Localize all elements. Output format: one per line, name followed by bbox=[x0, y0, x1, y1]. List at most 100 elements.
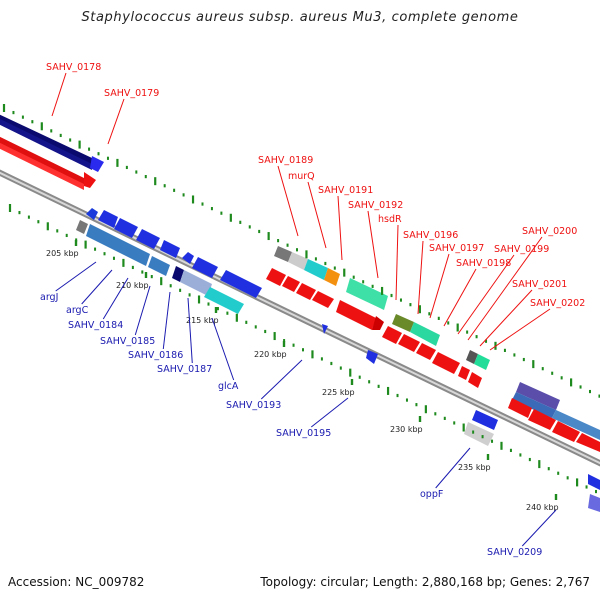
gene-label-reverse: SAHV_0187 bbox=[157, 364, 212, 375]
feature-orange bbox=[324, 268, 340, 286]
feature-blue-arrow bbox=[472, 410, 498, 430]
feature-red-arrow bbox=[416, 343, 436, 360]
feature-red-arrow bbox=[282, 276, 300, 292]
gene-label-forward: SAHV_0202 bbox=[530, 298, 585, 309]
gene-label-reverse: SAHV_0195 bbox=[276, 428, 331, 439]
gene-label-reverse: argJ bbox=[40, 292, 58, 303]
leader-line bbox=[443, 268, 477, 327]
kbp-tick-label: 205 kbp bbox=[46, 249, 79, 258]
feature-purple bbox=[516, 382, 560, 410]
feature-red-arrow-long bbox=[336, 300, 376, 330]
feature-red-arrow bbox=[458, 366, 470, 380]
feature-teal-3 bbox=[474, 354, 490, 370]
leader-line bbox=[367, 210, 379, 279]
feature-blue-arrow bbox=[136, 229, 160, 249]
feature-blue-arrow bbox=[160, 240, 180, 258]
kbp-tick-label: 210 kbp bbox=[116, 281, 149, 290]
leader-line bbox=[107, 98, 125, 145]
leader-line bbox=[187, 297, 193, 364]
feature-purple-small bbox=[588, 494, 600, 512]
feature-lightblue bbox=[180, 270, 212, 296]
feature-blue-arrow bbox=[182, 252, 194, 264]
feature-red-arrow bbox=[508, 398, 532, 418]
leader-line bbox=[521, 509, 557, 547]
gene-label-reverse: argC bbox=[66, 305, 89, 316]
gene-label-reverse: SAHV_0209 bbox=[487, 547, 542, 558]
feature-blue-arrow bbox=[588, 474, 600, 490]
feature-blue-arrow bbox=[114, 218, 138, 238]
feature-red-arrow bbox=[382, 326, 402, 344]
leader-line bbox=[51, 72, 67, 117]
kbp-tick-label: 220 kbp bbox=[254, 350, 287, 359]
leader-line bbox=[307, 181, 327, 249]
gene-label-forward: SAHV_0201 bbox=[512, 279, 567, 290]
feature-red-arrow bbox=[296, 283, 316, 300]
accession-text: Accession: NC_009782 bbox=[8, 575, 145, 589]
kbp-tick-label: 235 kbp bbox=[458, 463, 491, 472]
feature-steelblue bbox=[148, 256, 170, 276]
leader-line bbox=[457, 254, 515, 335]
leader-line bbox=[489, 308, 551, 351]
gene-label-forward: hsdR bbox=[378, 214, 402, 225]
leader-line bbox=[479, 289, 533, 347]
feature-blue-arrow bbox=[366, 350, 378, 364]
feature-olive bbox=[392, 314, 414, 332]
gene-label-forward: SAHV_0191 bbox=[318, 185, 373, 196]
tick-track-upper bbox=[2, 104, 600, 398]
feature-grey bbox=[76, 220, 88, 234]
reverse-features bbox=[76, 208, 600, 512]
kbp-tick-label: 240 kbp bbox=[526, 503, 559, 512]
gene-label-reverse: oppF bbox=[420, 489, 443, 500]
leader-line bbox=[310, 397, 349, 428]
gene-label-forward: SAHV_0197 bbox=[429, 243, 484, 254]
feature-red-arrow bbox=[528, 409, 556, 430]
leader-line bbox=[162, 291, 171, 350]
feature-lightgrey bbox=[464, 422, 494, 446]
gene-label-forward: SAHV_0198 bbox=[456, 258, 511, 269]
feature-red-arrow bbox=[468, 372, 482, 388]
gene-label-forward: SAHV_0196 bbox=[403, 230, 458, 241]
feature-blue-arrow bbox=[86, 208, 98, 220]
feature-cyan bbox=[204, 287, 244, 314]
leader-line bbox=[467, 236, 543, 341]
leader-line bbox=[211, 317, 235, 381]
gene-label-forward: SAHV_0192 bbox=[348, 200, 403, 211]
feature-blue-arrow bbox=[220, 270, 262, 298]
leader-line bbox=[337, 195, 343, 261]
forward-features bbox=[0, 114, 600, 452]
feature-red-arrow bbox=[398, 334, 420, 352]
feature-navy bbox=[172, 266, 184, 282]
feature-grey bbox=[274, 246, 292, 262]
feature-teal bbox=[346, 278, 388, 310]
feature-lightgrey bbox=[288, 252, 308, 270]
leader-line bbox=[395, 224, 399, 301]
forward-labels: SAHV_0178SAHV_0179SAHV_0189murQSAHV_0191… bbox=[46, 62, 585, 309]
leader-line bbox=[134, 285, 151, 336]
feature-cyan bbox=[304, 259, 328, 280]
feature-blue-small bbox=[90, 156, 104, 172]
gene-label-forward: SAHV_0199 bbox=[494, 244, 549, 255]
feature-red-arrow bbox=[312, 291, 334, 308]
feature-red-arrow bbox=[576, 433, 600, 452]
leader-line bbox=[81, 269, 113, 305]
feature-red-arrow bbox=[266, 268, 286, 286]
gene-label-forward: SAHV_0200 bbox=[522, 226, 577, 237]
feature-red-arrowhead bbox=[372, 316, 384, 330]
reverse-labels: argJargCSAHV_0184SAHV_0185SAHV_0186SAHV_… bbox=[40, 292, 542, 558]
gene-label-reverse: SAHV_0184 bbox=[68, 320, 123, 331]
leader-line bbox=[417, 240, 424, 315]
genome-summary-text: Topology: circular; Length: 2,880,168 bp… bbox=[260, 575, 590, 589]
kbp-tick-label: 225 kbp bbox=[322, 388, 355, 397]
gene-label-reverse: glcA bbox=[218, 381, 239, 392]
feature-red-arrowhead bbox=[84, 172, 96, 188]
feature-teal-2 bbox=[410, 322, 440, 346]
tick-track-lower bbox=[8, 204, 598, 494]
gene-label-reverse: SAHV_0193 bbox=[226, 400, 281, 411]
leader-line bbox=[102, 277, 129, 320]
feature-steelblue-2 bbox=[552, 410, 600, 440]
gene-label-forward: SAHV_0189 bbox=[258, 155, 313, 166]
gene-label-forward: murQ bbox=[288, 171, 315, 182]
